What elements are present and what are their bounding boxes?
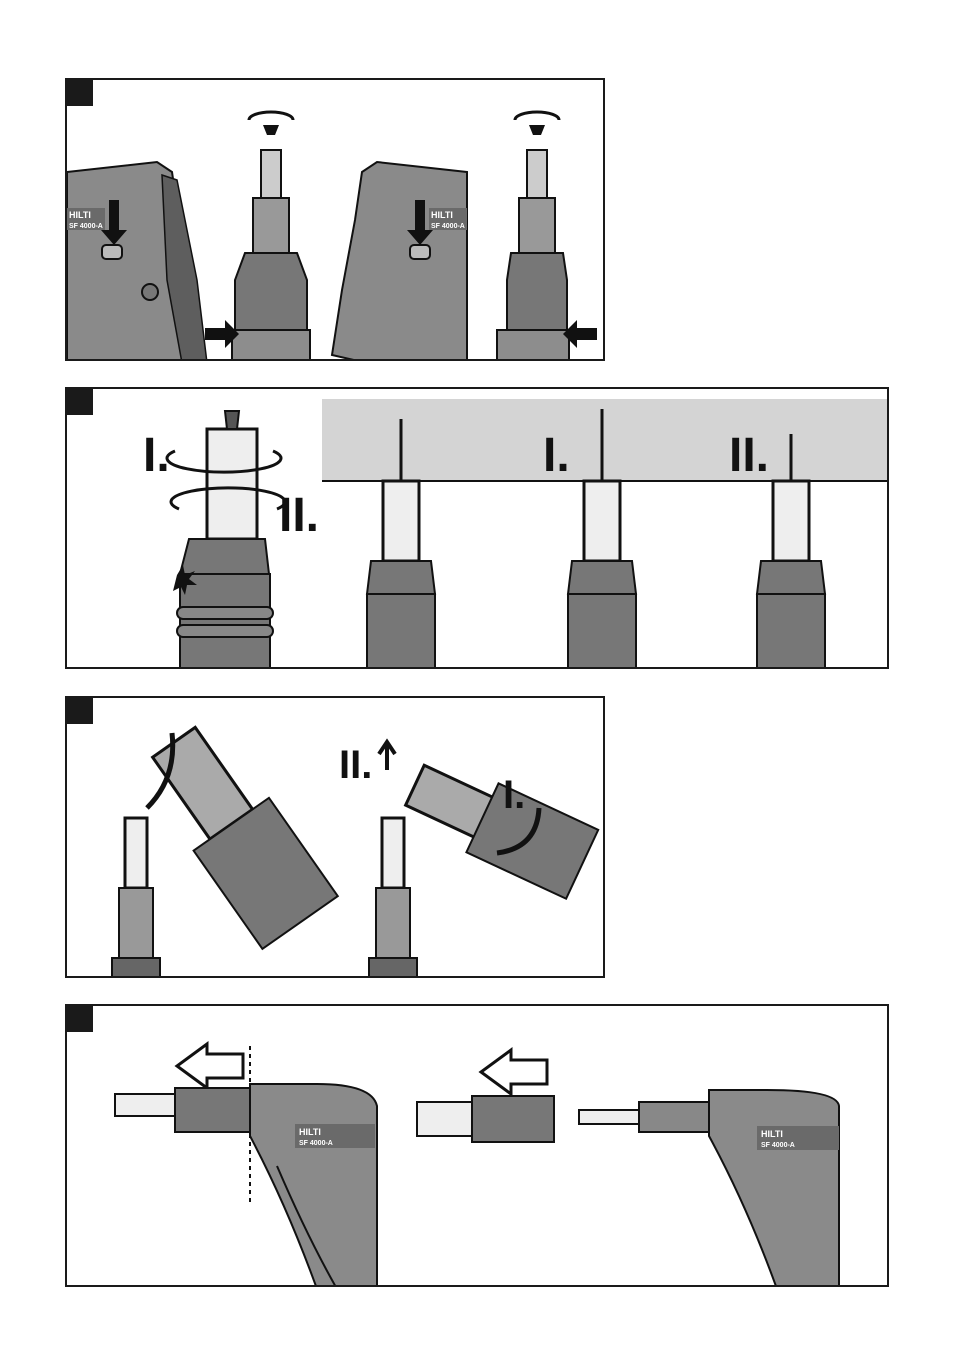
lock-button-left [102,245,122,259]
bit-holder-right [369,818,417,978]
bit-holder-left [112,818,160,978]
model-text: SF 4000-A [299,1140,333,1147]
arrow-up-icon [379,742,395,770]
step-label: II. [279,489,319,542]
figure-1-panel: HILTI SF 4000-A HILTI SF 4000-A [65,78,605,361]
figure-2-panel: I. II. I. II. [65,387,889,669]
lock-button-right [410,245,430,259]
rotate-icon [249,112,293,120]
rotate-icon [515,112,559,120]
figure-2-drawing: I. II. I. II. [67,389,889,669]
step-label: I. [543,429,570,482]
nosepiece-removed [417,1096,554,1142]
step-label: II. [339,743,372,787]
figure-4-panel: HILTI SF 4000-A HILTI SF 4000-A [65,1004,889,1287]
figure-4-drawing: HILTI SF 4000-A HILTI SF 4000-A [67,1006,889,1287]
model-text: SF 4000-A [761,1142,795,1149]
model-text: SF 4000-A [69,223,103,230]
nosepiece-tilted-left [136,716,338,949]
logo-text: HILTI [299,1127,321,1137]
tool-handle-right [332,162,467,361]
ceiling-board [322,399,889,481]
logo-text: HILTI [69,210,91,220]
nosepiece-right [497,112,569,361]
figure-3-panel: II. I. [65,696,605,978]
nosepiece-tilted-right [398,752,598,899]
logo-text: HILTI [431,210,453,220]
model-text: SF 4000-A [431,223,465,230]
nosepiece-left [232,112,310,361]
figure-3-drawing: II. I. [67,698,605,978]
step-label: I. [503,773,525,817]
figure-1-drawing: HILTI SF 4000-A HILTI SF 4000-A [67,80,605,361]
depth-adjust-tool [167,411,285,669]
step-label: II. [729,429,769,482]
arrow-left-outline-icon [481,1050,547,1094]
tool-without-nosepiece: HILTI SF 4000-A [579,1090,839,1287]
logo-text: HILTI [761,1129,783,1139]
step-label: I. [143,429,170,482]
tool-assembled: HILTI SF 4000-A [115,1084,377,1287]
arrow-left-outline-icon [177,1044,243,1088]
